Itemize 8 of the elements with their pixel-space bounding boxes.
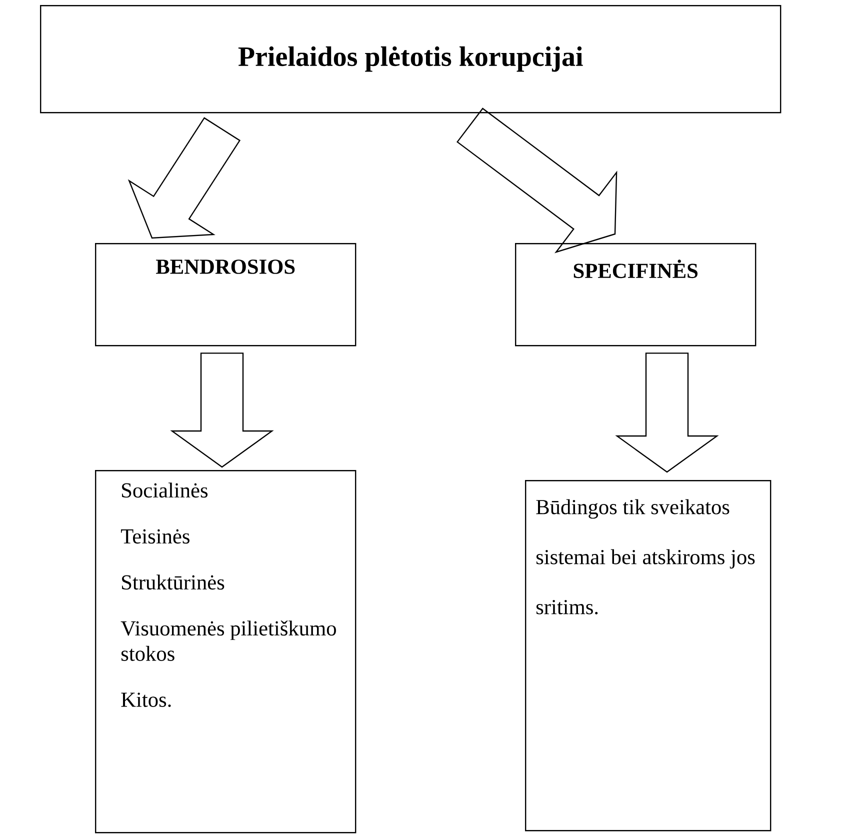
category-box: SPECIFINĖS (515, 243, 756, 346)
category-box: BENDROSIOS (95, 243, 356, 346)
text-box: Būdingos tik sveikatos sistemai bei atskiroms jos sritims. (525, 480, 772, 832)
block-arrow (170, 352, 274, 468)
list-box: Socialinės Teisinės Struktūrinės Visuomenės pilietiškumo stokos Kitos. (95, 470, 356, 834)
block-arrow (128, 117, 241, 239)
title-box: Prielaidos plėtotis korupcijai (40, 5, 782, 114)
block-arrow (615, 352, 719, 473)
